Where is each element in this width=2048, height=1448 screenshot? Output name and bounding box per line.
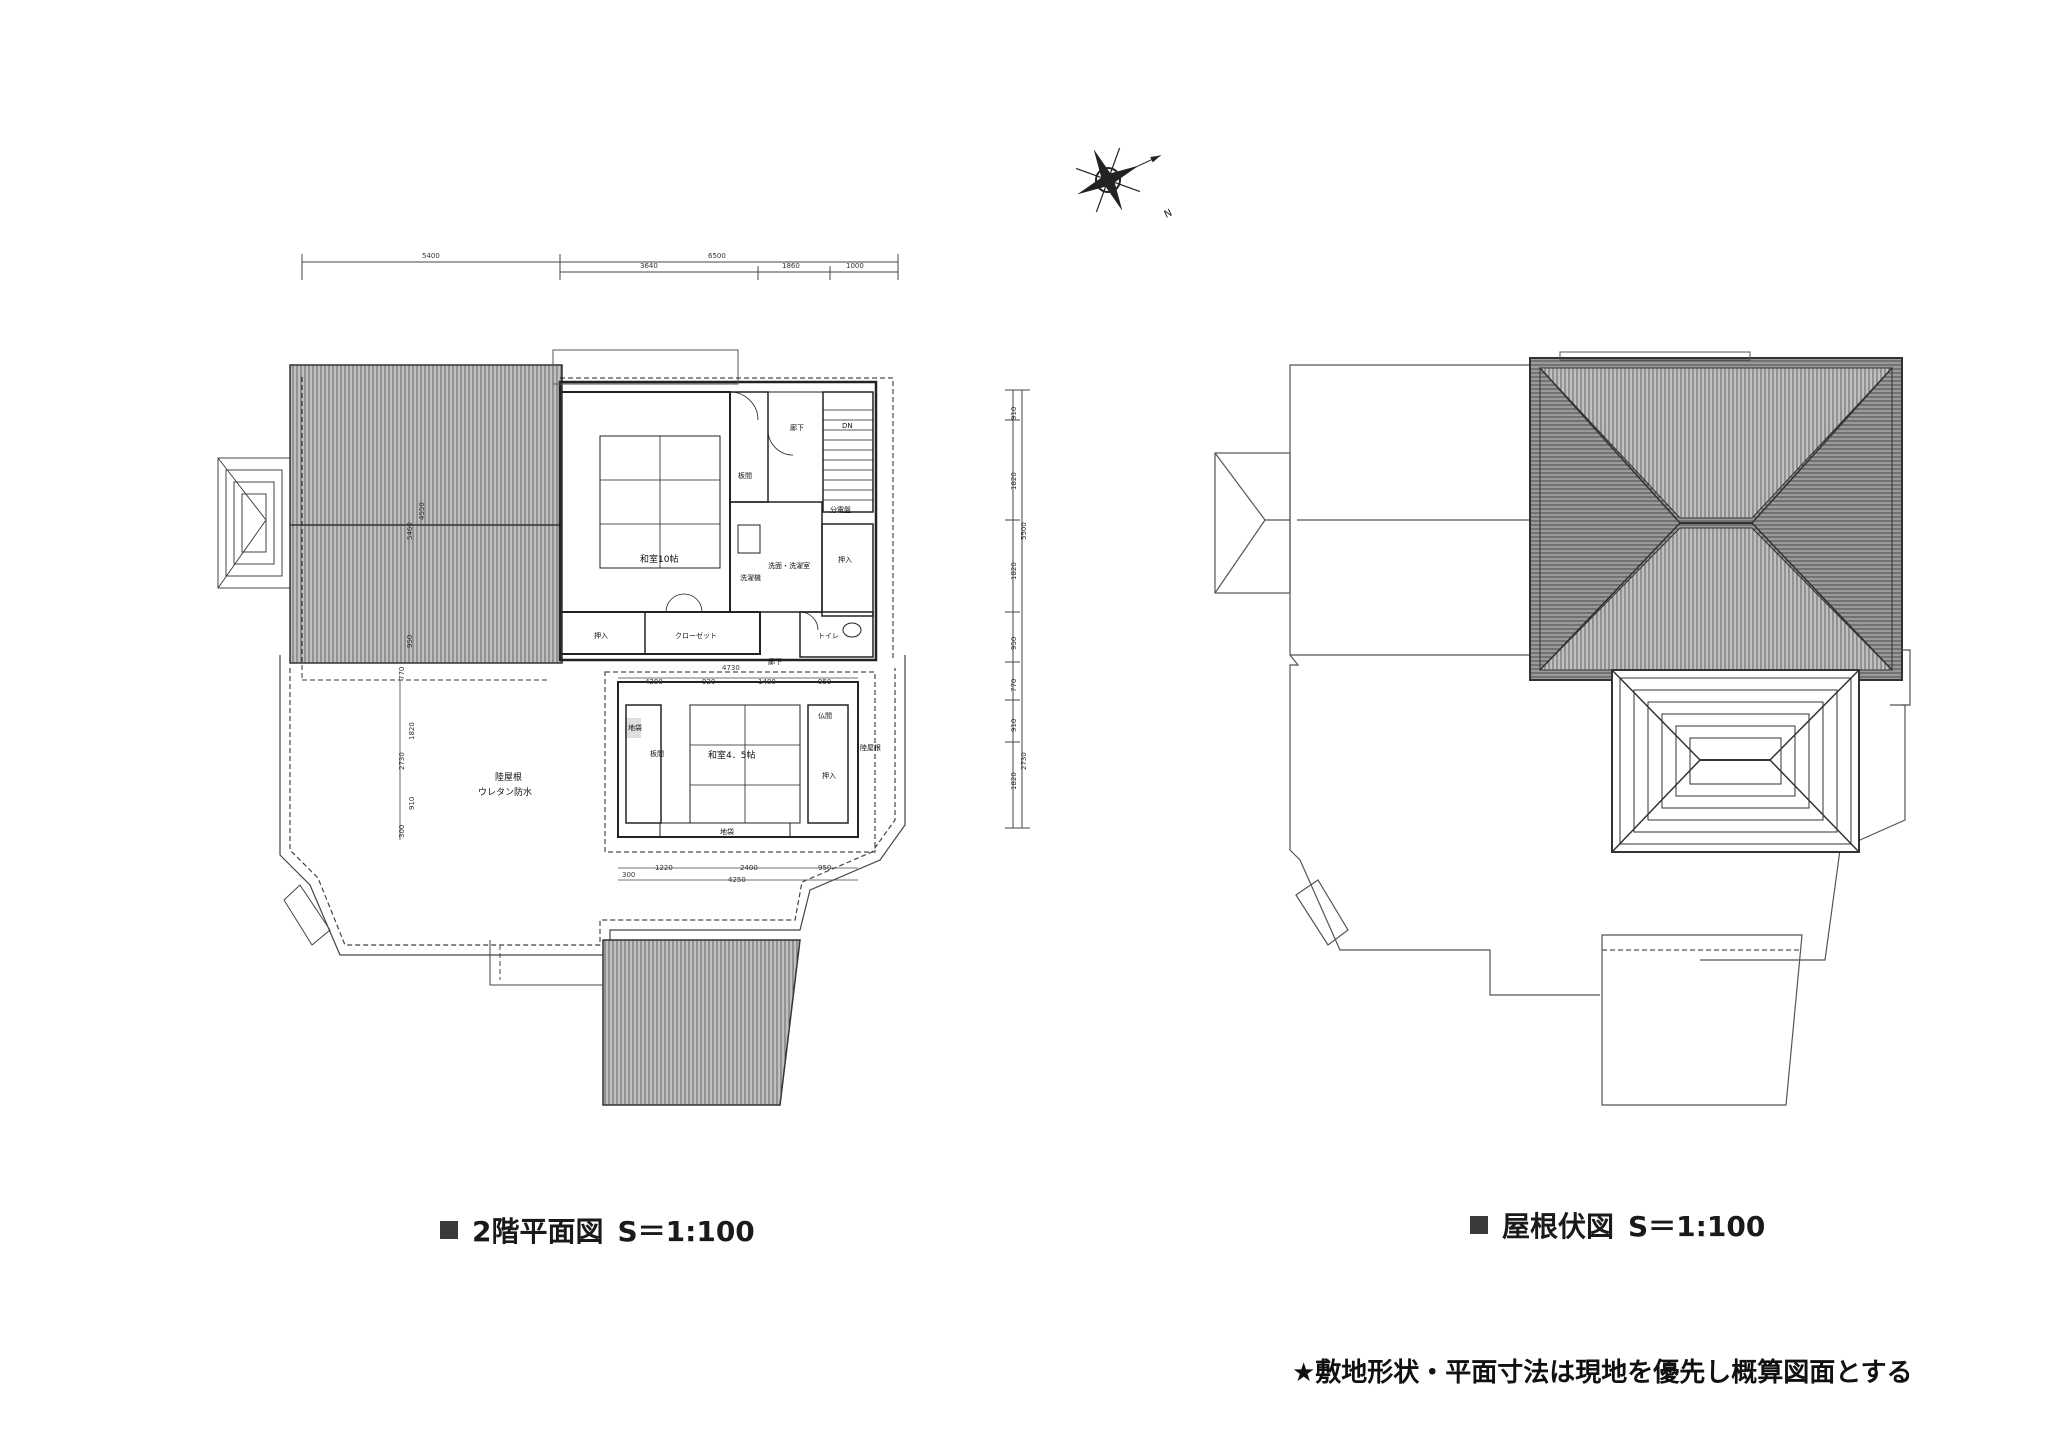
dim-bottom-2: 1220 xyxy=(655,864,673,872)
dim-inner-v8: 300 xyxy=(398,825,406,838)
balcony-vent xyxy=(283,884,331,946)
dim-right-8: 2730 xyxy=(1020,752,1028,770)
dim-inner-v2: 5460 xyxy=(406,522,414,540)
dim-right-6: 770 xyxy=(1010,679,1018,692)
main-rooms xyxy=(552,349,894,662)
label-balcony-2: ウレタン防水 xyxy=(478,786,532,798)
label-oshiire-1: 押入 xyxy=(838,555,852,564)
north-label: N xyxy=(1163,208,1174,221)
dim-row-top: 4730 xyxy=(722,664,740,672)
label-oshiire-2: 押入 xyxy=(594,631,608,640)
roof-hip-small xyxy=(1611,669,1860,853)
dim-right-9: 1820 xyxy=(1010,772,1018,790)
dim-top-1: 5400 xyxy=(422,252,440,260)
caption-square-icon xyxy=(1470,1216,1488,1234)
label-itama-2: 板間 xyxy=(650,749,664,758)
dim-inner-v1: 4550 xyxy=(418,502,426,520)
caption-square-icon xyxy=(440,1221,458,1239)
dim-mid-1: 4280 xyxy=(645,678,663,686)
dim-right-4: 1820 xyxy=(1010,562,1018,580)
label-dn: DN xyxy=(842,422,853,430)
lower-outline xyxy=(489,940,603,986)
room-washitsu-45 xyxy=(604,671,876,853)
floor-plan-2f: 5400 6500 3640 1860 1000 910 1820 5500 1… xyxy=(217,252,1030,1106)
label-washroom: 洗面・洗濯室 xyxy=(768,561,810,570)
caption-2f-plan: 2階平面図 S＝1:100 xyxy=(440,1210,755,1250)
roof-lower-trapezoid xyxy=(1601,934,1803,1106)
label-balcony-1: 陸屋根 xyxy=(495,771,522,783)
roof-hatch-lower xyxy=(602,939,801,1106)
label-rooftop: 陸屋根 xyxy=(860,743,881,752)
dim-right-2: 1820 xyxy=(1010,472,1018,490)
label-toilet: トイレ xyxy=(818,632,839,640)
label-closet: クローゼット xyxy=(675,631,717,640)
roof-hatch-large xyxy=(289,364,563,664)
dim-bottom-4: 950 xyxy=(818,864,831,872)
caption-roof-plan: 屋根伏図 S＝1:100 xyxy=(1470,1205,1765,1245)
roof-outline-left xyxy=(1214,364,1600,996)
label-panel: 分電盤 xyxy=(830,505,851,514)
label-butsuma: 仏間 xyxy=(818,712,832,720)
dim-mid-2: 920 xyxy=(702,678,715,686)
dim-right-7: 910 xyxy=(1010,719,1018,732)
caption-2f-title: 2階平面図 xyxy=(472,1215,604,1248)
dim-right-5: 950 xyxy=(1010,637,1018,650)
dim-inner-v5: 1820 xyxy=(408,722,416,740)
dim-bottom-1: 300 xyxy=(622,871,635,879)
label-sink: 洗濯機 xyxy=(740,573,761,582)
label-rouka-2: 廊下 xyxy=(768,657,782,666)
roof-hip-main xyxy=(1529,351,1903,681)
footnote: ★敷地形状・平面寸法は現地を優先し概算図面とする xyxy=(1292,1358,1913,1388)
label-rouka-1: 廊下 xyxy=(790,423,804,432)
dim-sub-3: 1000 xyxy=(846,262,864,270)
dim-inner-v3: 950 xyxy=(406,635,414,648)
dim-bottom-3: 2400 xyxy=(740,864,758,872)
dim-inner-v7: 910 xyxy=(408,797,416,810)
dim-right-3: 5500 xyxy=(1020,522,1028,540)
caption-roof-scale: S＝1:100 xyxy=(1628,1210,1766,1243)
dim-inner-v4: 770 xyxy=(398,667,406,680)
compass-rose: N xyxy=(1075,147,1174,221)
caption-2f-scale: S＝1:100 xyxy=(617,1215,755,1248)
label-itama-1: 板間 xyxy=(738,471,752,480)
caption-roof-title: 屋根伏図 xyxy=(1502,1210,1615,1243)
label-oshiire-3: 押入 xyxy=(822,771,836,780)
dim-sub-1: 3640 xyxy=(640,262,658,270)
dim-inner-v6: 2730 xyxy=(398,752,406,770)
side-roof-left xyxy=(217,457,291,589)
dim-bottom-total: 4250 xyxy=(728,876,746,884)
inner-dimension-lines xyxy=(399,677,858,881)
dim-mid-3: 1480 xyxy=(758,678,776,686)
label-jibukuro-1: 地袋 xyxy=(628,723,642,732)
balcony-outline xyxy=(279,655,906,956)
right-dimension-lines xyxy=(1005,389,1030,829)
label-jibukuro-2: 地袋 xyxy=(720,827,734,836)
dim-mid-4: 950 xyxy=(818,678,831,686)
label-washitsu-45: 和室4．5帖 xyxy=(708,749,755,761)
top-dimension-lines xyxy=(301,254,899,280)
dim-sub-2: 1860 xyxy=(782,262,800,270)
dim-right-1: 910 xyxy=(1010,407,1018,420)
label-washitsu-10: 和室10帖 xyxy=(640,553,678,565)
roof-plan xyxy=(1214,351,1911,1106)
dim-top-2: 6500 xyxy=(708,252,726,260)
